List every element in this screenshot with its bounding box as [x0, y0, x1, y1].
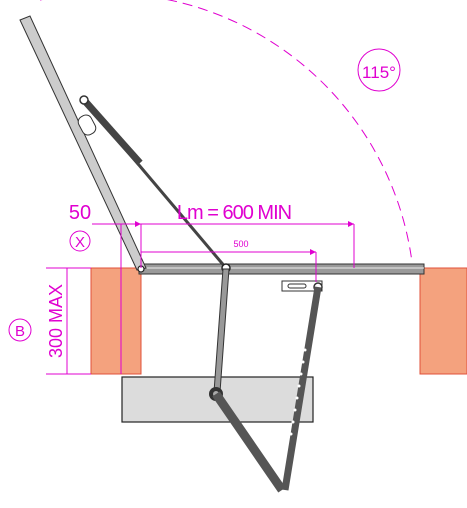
width-marker-badge: [69, 230, 91, 252]
lower-arm: [212, 391, 286, 493]
angle-label: 115°: [362, 63, 396, 82]
height-marker-badge: [8, 318, 32, 342]
left-wall: [90, 267, 142, 375]
closed-cover: [138, 263, 425, 275]
length-label: Lm = 600 MIN: [177, 202, 291, 224]
strut: [213, 268, 230, 393]
opening-arc: [40, 0, 413, 263]
width-label: 50: [69, 202, 91, 224]
height-marker: B: [15, 323, 25, 340]
width-marker: X: [75, 234, 85, 251]
open-cover: [19, 15, 147, 271]
height-label: 300 MAX: [46, 284, 66, 358]
inner-length-label: 500: [233, 239, 248, 249]
lower-gas-spring: [281, 286, 322, 491]
angle-badge: [357, 48, 401, 92]
right-wall: [419, 267, 467, 375]
